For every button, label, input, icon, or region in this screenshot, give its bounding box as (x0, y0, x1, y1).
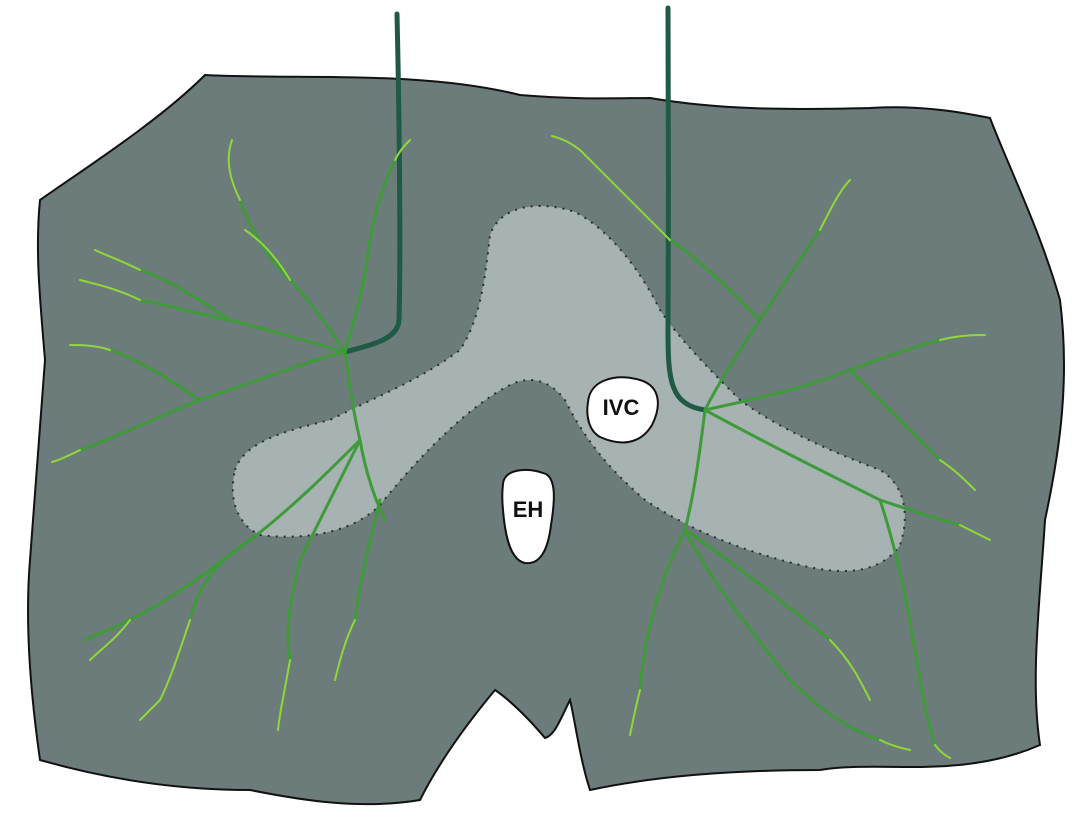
ivc-label: IVC (603, 395, 640, 420)
eh-label: EH (513, 497, 544, 522)
tissue-section (28, 75, 1064, 804)
